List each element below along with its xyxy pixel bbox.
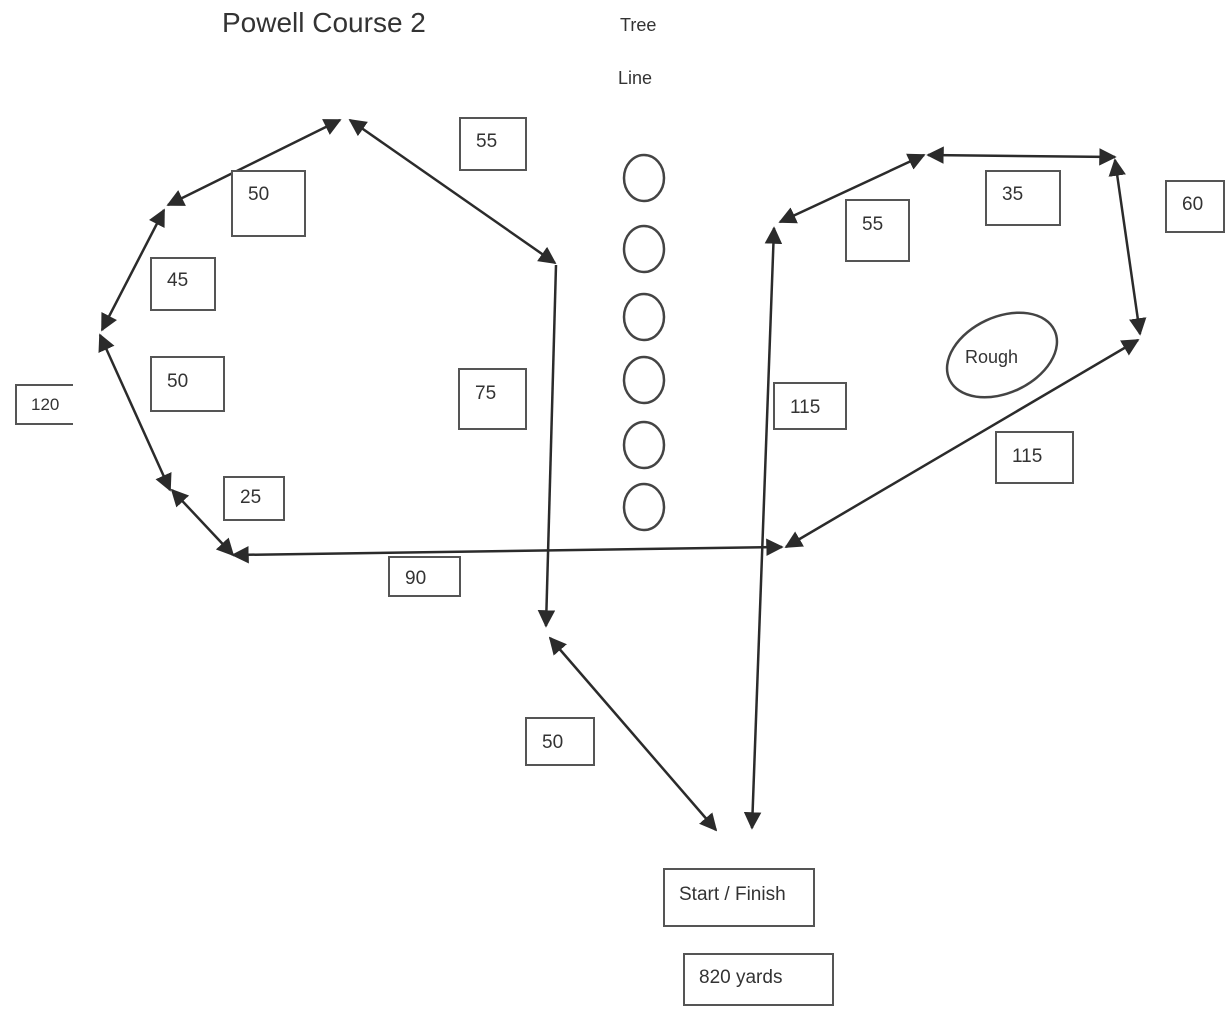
svg-text:115: 115 — [1012, 446, 1042, 467]
path-segment-50-upper — [166, 118, 342, 207]
start-finish-box: Start / Finish — [663, 868, 815, 927]
svg-text:50: 50 — [248, 184, 269, 205]
path-segment-115-right — [784, 338, 1140, 549]
course-title: Powell Course 2 — [222, 7, 426, 38]
path-segment-90 — [231, 538, 784, 564]
tree-icon — [622, 482, 666, 532]
svg-text:25: 25 — [240, 487, 261, 508]
distance-label-60: 60 — [1165, 180, 1225, 233]
tree-line — [622, 153, 666, 532]
svg-text:120: 120 — [31, 395, 59, 414]
svg-text:90: 90 — [405, 568, 426, 589]
tree-icon — [622, 153, 666, 203]
distance-label-55-top: 55 — [459, 117, 527, 171]
tree-line-label-2: Line — [618, 68, 652, 88]
svg-text:45: 45 — [167, 270, 188, 291]
distance-label-45: 45 — [150, 257, 216, 311]
right-loop — [743, 146, 1147, 830]
distance-label-120: 120 — [15, 384, 73, 425]
left-loop — [98, 118, 784, 832]
distance-label-25: 25 — [223, 476, 285, 521]
path-segment-60 — [1108, 158, 1147, 336]
path-segment-45 — [100, 208, 166, 332]
distance-label-75: 75 — [458, 368, 527, 430]
tree-icon — [622, 224, 666, 274]
path-segment-115-left — [743, 226, 783, 830]
path-segment-25 — [170, 488, 235, 557]
svg-text:Start / Finish: Start / Finish — [679, 884, 786, 905]
distance-label-115-left: 115 — [773, 382, 847, 430]
path-segment-50-bottom — [548, 636, 718, 832]
tree-icon — [622, 420, 666, 470]
tree-icon — [622, 292, 666, 342]
path-segment-75 — [537, 264, 558, 628]
svg-text:50: 50 — [167, 371, 188, 392]
distance-label-50-bottom: 50 — [525, 717, 595, 766]
svg-text:115: 115 — [790, 397, 820, 418]
total-distance-box: 820 yards — [683, 953, 834, 1006]
path-segment-50-lower — [98, 333, 172, 492]
tree-line-label-1: Tree — [620, 15, 656, 35]
svg-text:55: 55 — [862, 214, 883, 235]
distance-label-35: 35 — [985, 170, 1061, 226]
distance-label-50-upper: 50 — [231, 170, 306, 237]
distance-label-115-right: 115 — [995, 431, 1074, 484]
svg-text:820 yards: 820 yards — [699, 967, 782, 988]
svg-text:35: 35 — [1002, 184, 1023, 205]
rough-label: Rough — [965, 347, 1018, 367]
svg-text:75: 75 — [475, 383, 496, 404]
path-segment-55-top — [348, 118, 557, 265]
distance-label-50-lower: 50 — [150, 356, 225, 412]
path-segment-55-right — [778, 153, 926, 224]
distance-label-90: 90 — [388, 556, 461, 597]
svg-text:55: 55 — [476, 131, 497, 152]
svg-text:60: 60 — [1182, 194, 1203, 215]
tree-icon — [622, 355, 666, 405]
path-segment-35 — [926, 146, 1117, 166]
distance-label-55-right: 55 — [845, 199, 910, 262]
svg-text:50: 50 — [542, 732, 563, 753]
